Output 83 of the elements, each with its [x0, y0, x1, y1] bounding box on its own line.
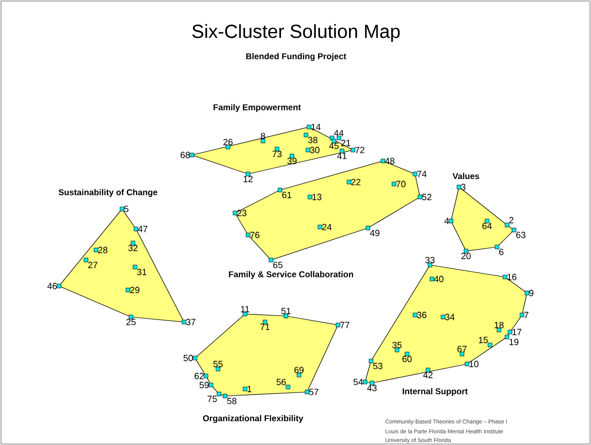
data-point: 48	[380, 158, 394, 164]
data-point: 27	[84, 258, 98, 268]
data-point: 18	[494, 322, 504, 332]
data-point: 9	[524, 290, 534, 296]
node-label: Internal Support	[402, 388, 468, 396]
data-point: 67	[457, 346, 467, 356]
data-point: 60	[402, 352, 412, 362]
data-point: 58	[222, 394, 236, 404]
data-point: 54	[354, 378, 368, 386]
data-point: 7	[520, 312, 528, 318]
data-point: 63	[512, 228, 526, 238]
data-point: 12	[244, 172, 253, 182]
data-point: 33	[425, 256, 435, 268]
data-point: 25	[126, 314, 136, 326]
data-point: 71	[260, 320, 270, 330]
data-point: 59	[200, 382, 214, 388]
data-point: 24	[318, 224, 332, 230]
data-point: 22	[346, 178, 360, 186]
data-point: 75	[208, 392, 222, 402]
title: Six-Cluster Solution Map	[192, 24, 400, 42]
node-label: Organizational Flexibility	[203, 415, 304, 423]
node-label: Family & Service Collaboration	[228, 271, 354, 279]
data-point: 61	[278, 188, 292, 198]
data-point: 5	[120, 206, 128, 212]
data-point: 62	[194, 372, 208, 380]
subtitle: Blended Funding Project	[246, 53, 346, 61]
data-point: 8	[260, 132, 266, 144]
data-point: 50	[184, 354, 198, 362]
data-point: 68	[180, 152, 194, 158]
data-point: 56	[276, 378, 290, 390]
data-point: 32	[128, 240, 138, 252]
data-point: 57	[304, 388, 318, 396]
data-point: 44	[330, 130, 344, 140]
data-point: 73	[272, 146, 282, 158]
data-point: 2	[504, 216, 514, 228]
data-point: 45	[329, 138, 339, 150]
data-point: 38	[304, 132, 318, 144]
node-label: Sustainability of Change	[58, 189, 158, 197]
data-point: 16	[502, 274, 516, 280]
data-point: 10	[464, 360, 478, 368]
data-point: 11	[241, 306, 250, 316]
data-point: 31	[132, 264, 146, 276]
data-point: 19	[504, 334, 518, 346]
data-point: 13	[308, 194, 322, 200]
data-point: 23	[232, 210, 246, 216]
data-point: 15	[478, 336, 492, 348]
data-point: 42	[423, 368, 433, 378]
data-point: 14	[306, 124, 321, 130]
data-point: 46	[47, 282, 62, 290]
data-point: 51	[281, 308, 291, 318]
data-point: 1	[242, 386, 252, 392]
data-point: 34	[440, 314, 455, 320]
data-point: 28	[94, 246, 108, 254]
data-point: 36	[412, 312, 426, 318]
data-point: 35	[392, 342, 402, 352]
data-point: 6	[494, 244, 504, 256]
data-point: 20	[461, 248, 471, 260]
data-point: 29	[126, 286, 140, 294]
data-point: 39	[287, 154, 297, 164]
data-point: 53	[368, 358, 382, 370]
data-point: 69	[294, 366, 304, 378]
data-point: 26	[223, 138, 233, 150]
data-point: 76	[246, 232, 260, 238]
data-point: 52	[418, 194, 432, 200]
data-point: 47	[134, 226, 148, 232]
data-point: 3	[456, 184, 466, 190]
data-point: 74	[412, 170, 427, 178]
data-point: 37	[182, 318, 196, 326]
data-point: 55	[213, 360, 223, 372]
data-point: 49	[366, 226, 380, 236]
node-label: Family Empowerment	[214, 104, 301, 112]
data-point: 65	[268, 258, 282, 268]
data-point: 70	[392, 180, 406, 188]
data-point: 77	[336, 322, 350, 328]
data-point: 43	[367, 380, 377, 392]
data-point: 64	[482, 218, 492, 230]
data-point: 40	[430, 276, 444, 282]
data-point: 72	[350, 146, 364, 154]
data-point: 17	[508, 328, 522, 336]
node-label: Values	[452, 172, 480, 180]
data-point: 30	[306, 146, 320, 154]
data-point: 4	[444, 218, 454, 224]
data-point: 41	[337, 148, 347, 159]
